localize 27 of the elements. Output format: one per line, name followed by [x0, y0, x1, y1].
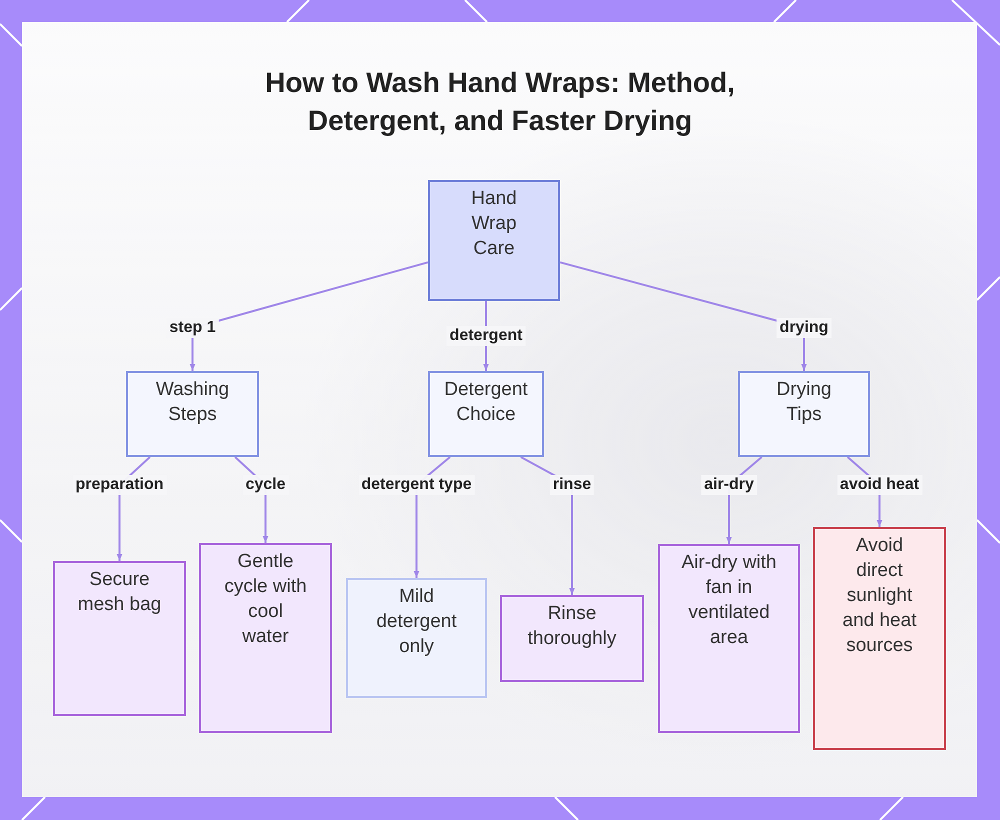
node-text: Air-dry with fan in ventilated area	[680, 551, 778, 650]
node-text: Rinse thoroughly	[526, 602, 618, 651]
diagram-title: How to Wash Hand Wraps: Method, Detergent, and Faster Drying	[264, 66, 736, 138]
node-text: Gentle cycle with cool water	[224, 550, 308, 649]
node-text: Hand Wrap Care	[470, 187, 518, 261]
tip-box	[500, 595, 644, 682]
node-text: Detergent Choice	[443, 378, 529, 427]
node-text: Drying Tips	[776, 378, 832, 427]
tip-box	[53, 561, 186, 716]
warning-box	[813, 527, 946, 750]
node-text: Avoid direct sunlight and heat sources	[842, 534, 918, 658]
category-box	[126, 371, 259, 457]
edge-label: drying	[776, 318, 832, 338]
topic-box	[428, 180, 560, 301]
node-text: Mild detergent only	[375, 585, 458, 659]
tip-box	[658, 544, 800, 733]
category-box	[738, 371, 870, 457]
tip-box	[346, 578, 487, 698]
edge-label: detergent	[446, 326, 526, 346]
edge-label: air-dry	[701, 475, 757, 495]
node-text: Washing Steps	[154, 378, 230, 427]
tip-box	[199, 543, 332, 733]
node-text: Secure mesh bag	[76, 568, 162, 617]
edge-label: avoid heat	[836, 475, 922, 495]
edge-label: rinse	[550, 475, 594, 495]
edge-label: detergent type	[358, 475, 475, 495]
category-box	[428, 371, 544, 457]
